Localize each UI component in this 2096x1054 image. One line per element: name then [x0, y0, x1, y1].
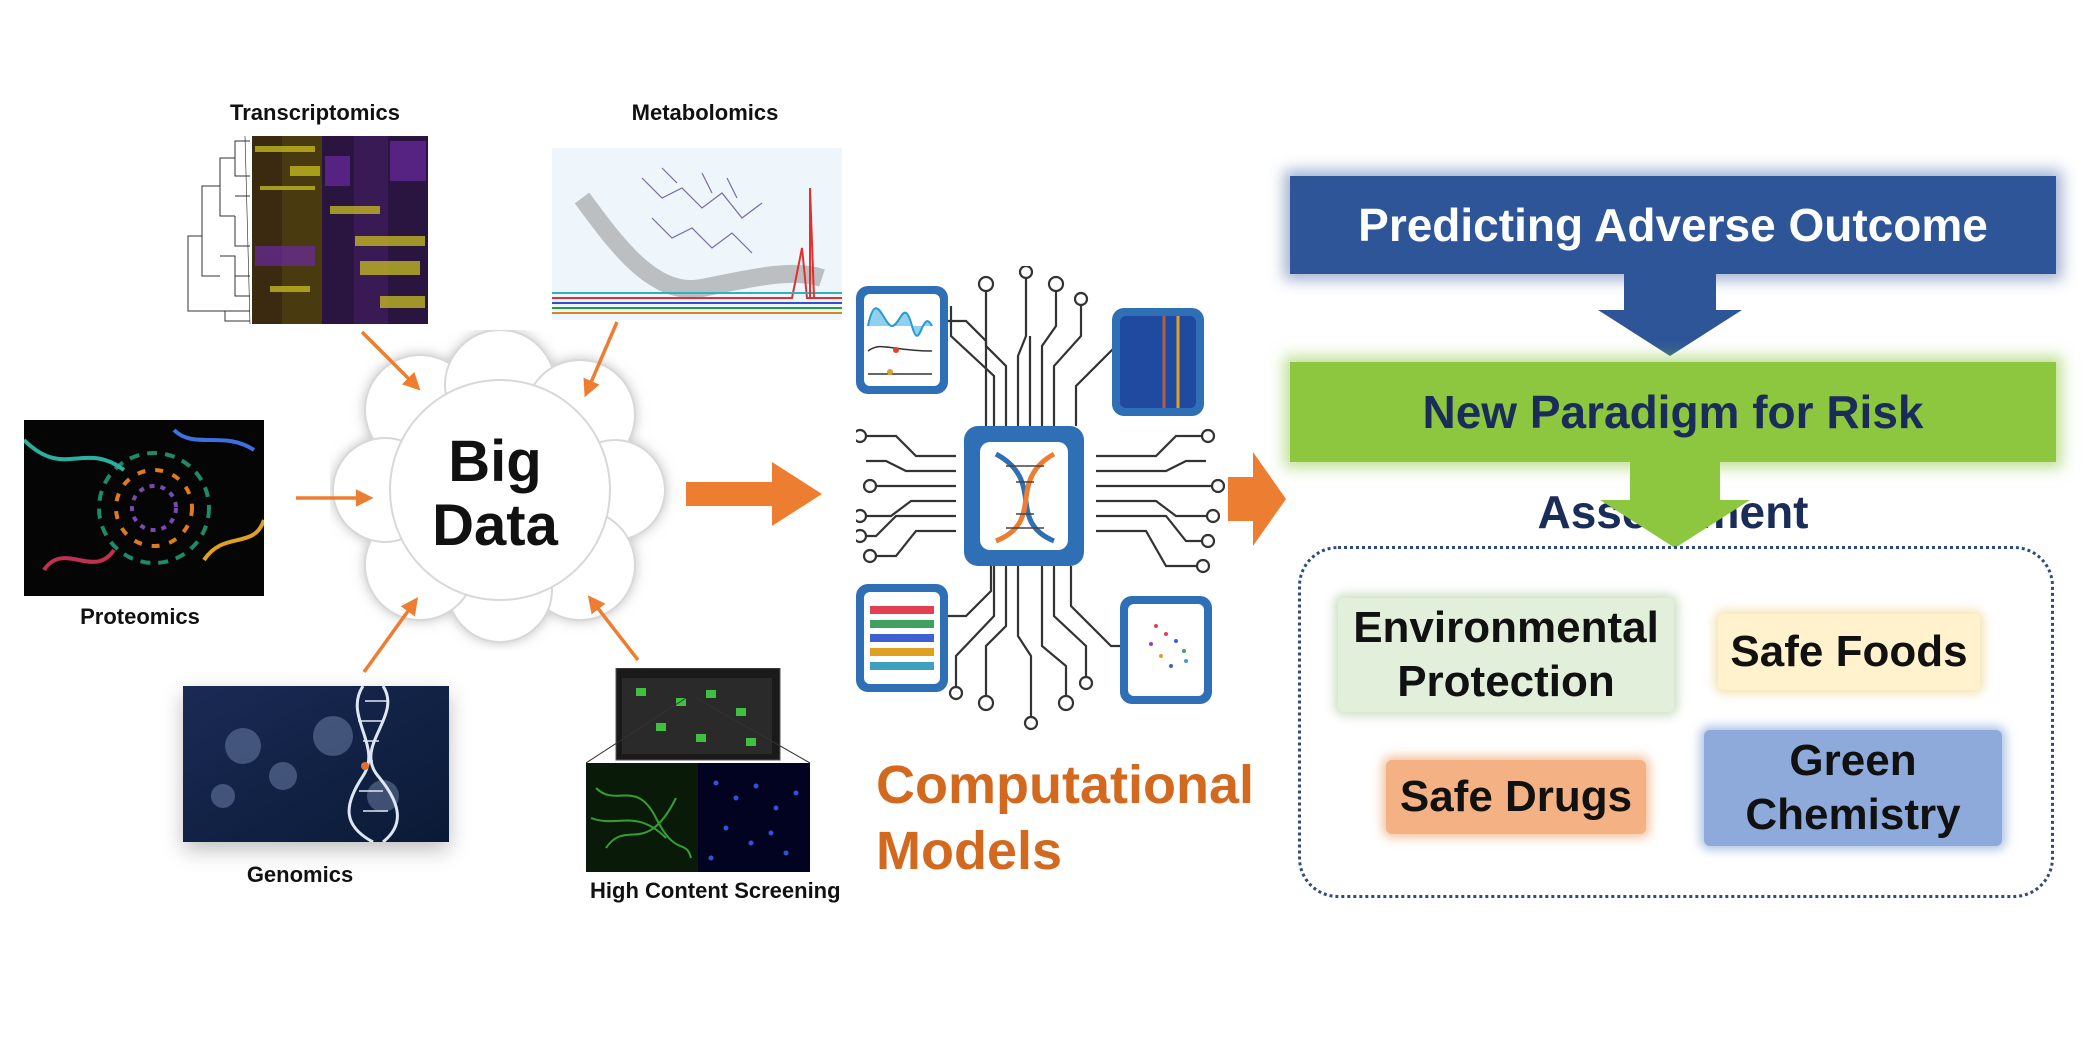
- transcriptomics-heatmap: [180, 136, 428, 324]
- down-arrow-blue: [1598, 270, 1742, 356]
- metabolomics-label: Metabolomics: [631, 100, 779, 125]
- environmental-line2: Protection: [1397, 657, 1615, 706]
- hcs-graphic: [586, 668, 810, 872]
- green-chemistry-line2: Chemistry: [1745, 790, 1961, 839]
- arrow-genomics: [362, 597, 419, 674]
- proteomics-label: Proteomics: [80, 604, 200, 629]
- predicting-adverse-outcome-box: Predicting Adverse Outcome: [1290, 176, 2056, 274]
- new-paradigm-box: New Paradigm for Risk Assessment: [1290, 362, 2056, 538]
- big-data-line2: Data: [432, 493, 558, 558]
- safe-foods-box: Safe Foods: [1718, 614, 1980, 690]
- metabolomics-graphic: [552, 148, 842, 320]
- hcs-label: High Content Screening: [590, 878, 841, 903]
- hcs-image: [586, 668, 810, 872]
- big-data-line1: Big: [448, 429, 542, 494]
- safe-foods-label: Safe Foods: [1730, 627, 1968, 676]
- genomics-graphic: [183, 686, 449, 842]
- safe-drugs-label: Safe Drugs: [1399, 772, 1633, 821]
- safe-drugs-box: Safe Drugs: [1386, 760, 1646, 834]
- predicting-label: Predicting Adverse Outcome: [1358, 199, 1988, 251]
- proteomics-image: [24, 420, 264, 596]
- computational-models-title: Computational Models: [876, 752, 1256, 884]
- chip-diagram: [856, 266, 1226, 731]
- metabolomics-image: [552, 148, 842, 320]
- heatmap-graphic: [180, 136, 428, 324]
- arrow-metabolomics: [583, 321, 619, 398]
- arrow-transcriptomics: [360, 330, 421, 391]
- arrow-to-outcome: [1228, 452, 1286, 546]
- computational-line2: Models: [876, 821, 1063, 881]
- arrow-to-models: [686, 462, 822, 526]
- proteomics-graphic: [24, 420, 264, 596]
- transcriptomics-label: Transcriptomics: [230, 100, 400, 125]
- big-data-title: Big Data: [400, 430, 590, 558]
- environmental-line1: Environmental: [1353, 603, 1659, 652]
- genomics-image: [183, 686, 449, 842]
- outcomes-container: [1298, 546, 2054, 898]
- down-arrow-green: [1600, 458, 1750, 548]
- genomics-label: Genomics: [246, 862, 354, 887]
- green-chemistry-line1: Green: [1789, 736, 1917, 785]
- computational-line1: Computational: [876, 755, 1254, 815]
- arrow-hcs: [587, 595, 640, 662]
- environmental-protection-box: Environmental Protection: [1338, 598, 1674, 712]
- green-chemistry-box: Green Chemistry: [1704, 730, 2002, 846]
- big-data-cloud: [332, 330, 666, 643]
